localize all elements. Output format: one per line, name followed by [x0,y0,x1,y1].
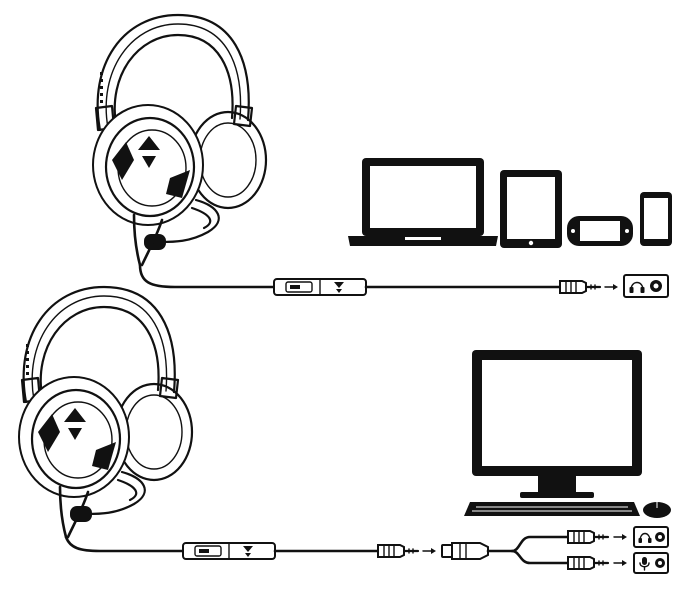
smartphone-icon [640,192,672,246]
headset-bottom [17,285,194,539]
microphone-icon [639,557,650,571]
arrow-headphone [613,533,628,541]
arrow-top [604,283,619,291]
volume-control-top [273,278,367,296]
jack-box-headphone [633,526,669,548]
splitter-adapter [441,529,610,571]
mouse-icon [643,502,671,518]
arrow-microphone [613,559,628,567]
laptop-icon [348,158,498,246]
handheld-console-icon [567,216,633,246]
keyboard-icon [464,502,640,516]
cable-top-headset [138,263,276,289]
headset-top [91,13,268,267]
plug-bottom [376,543,420,559]
desktop-monitor-icon [472,350,642,498]
arrow-bottom [422,547,437,555]
jack-box-microphone [633,552,669,574]
tablet-icon [500,170,562,248]
headset-jack-icon [650,280,662,292]
jack-box-top [623,274,669,298]
headphone-icon [629,281,645,293]
volume-control-bottom [182,542,276,560]
plug-top [558,279,602,295]
pc-setup [17,285,671,574]
cable-bottom-headset [64,535,185,553]
headphone-icon [638,532,652,543]
mobile-setup [91,13,672,298]
